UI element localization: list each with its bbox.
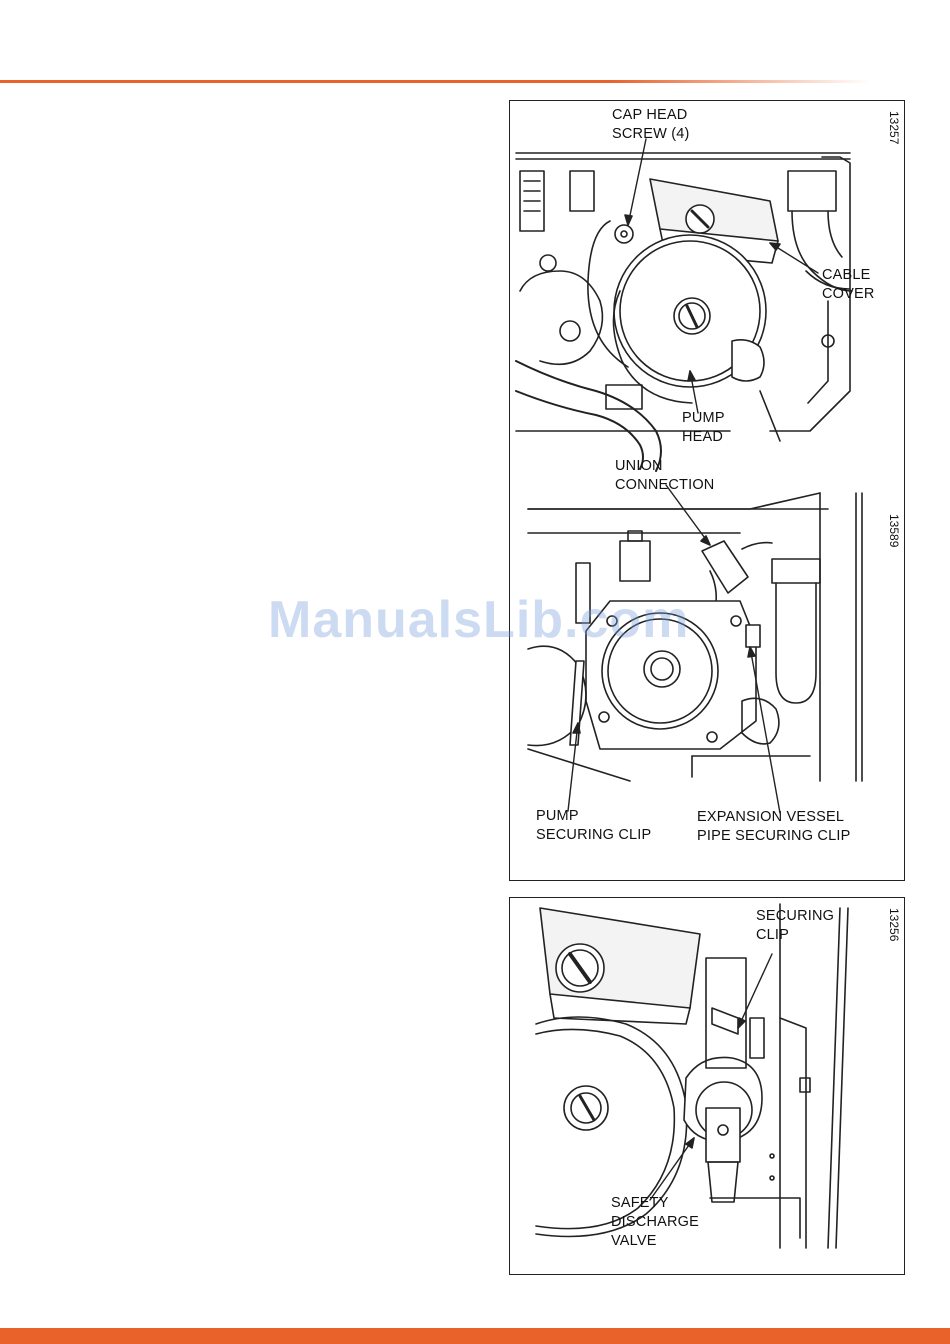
label-cap-head-screw: CAP HEAD SCREW (4) xyxy=(612,106,690,144)
discharge-valve-illustration xyxy=(510,898,904,1274)
figure-frame-top: CAP HEAD SCREW (4) CABLE COVER PUMP HEAD… xyxy=(509,100,905,881)
header-rule xyxy=(0,80,870,83)
figure-number-1: 13257 xyxy=(887,111,901,144)
label-cable-cover: CABLE COVER xyxy=(822,266,875,304)
footer-bar xyxy=(0,1328,950,1344)
label-securing-clip: SECURING CLIP xyxy=(756,907,834,945)
label-safety-discharge-valve: SAFETY DISCHARGE VALVE xyxy=(611,1194,699,1251)
figure-number-3: 13256 xyxy=(887,908,901,941)
figure-number-2: 13589 xyxy=(887,514,901,547)
label-pump-securing-clip: PUMP SECURING CLIP xyxy=(536,807,651,845)
figure-frame-bottom: SECURING CLIP SAFETY DISCHARGE VALVE 132… xyxy=(509,897,905,1275)
watermark: ManualsLib.com xyxy=(268,590,689,650)
label-pump-head: PUMP HEAD xyxy=(682,409,725,447)
label-expansion-vessel-clip: EXPANSION VESSEL PIPE SECURING CLIP xyxy=(697,808,850,846)
label-union-connection: UNION CONNECTION xyxy=(615,457,714,495)
